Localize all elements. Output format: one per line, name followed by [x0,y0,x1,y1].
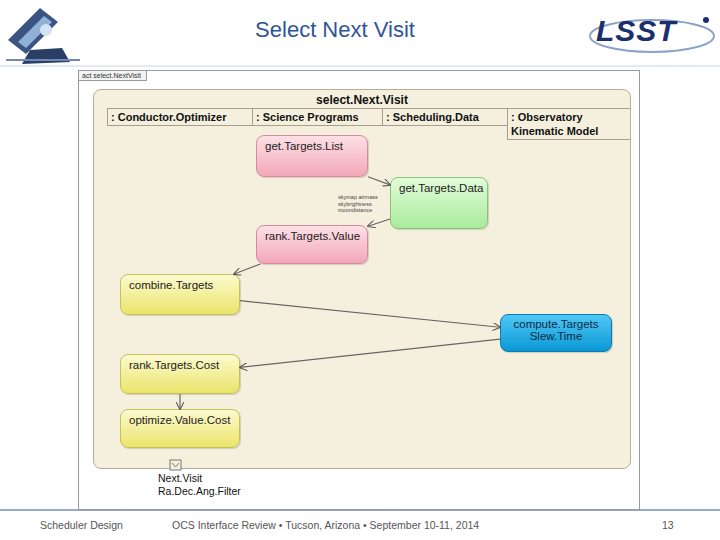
control-flow [240,339,500,367]
control-flow [240,301,500,328]
page-number: 13 [662,519,702,531]
node-text: : Science Programs [252,108,382,126]
node-text: combine.Targets [121,275,239,295]
pin-label: Next.Visit [158,472,298,484]
action-box: rank.Targets.Value [256,225,368,264]
node-text: get.Targets.Data [391,178,487,198]
logo-text: LSST [596,14,716,48]
logo-line [6,59,80,61]
action-box: get.Targets.Data [390,177,488,229]
activity-partition: select.Next.Visit: Conductor.Optimizer co… [93,89,631,469]
header-rule [0,66,720,67]
swimlane: : Scheduling.Data get.Targets.Data [382,108,507,460]
control-flow [234,264,260,274]
swimlane: : Science Programs get.Targets.List rank.T… [252,108,382,460]
slide-title: Select Next Visit [0,17,670,43]
note-text: skymap airmass skybrightness moondistanc… [338,194,384,214]
swimlane: : Observatory Kinematic Modelcompute.Tar… [507,108,630,460]
diagram-frame: act select.NextVisit select.Next.Visit: C… [78,70,640,510]
control-flow [368,177,390,185]
node-text: : Conductor.Optimizer [107,108,252,126]
node-text: rank.Targets.Cost [121,355,239,375]
telescope-logo [6,8,80,64]
node-text: select.Next.Visit [94,93,630,107]
screenshot-backdrop [78,70,640,510]
control-flow [179,394,180,409]
footer-text: OCS Interface Review • Tucson, Arizona •… [172,519,592,531]
logo-shape [18,16,52,48]
action-box: combine.Targets [120,274,240,315]
logo-shape [22,48,70,64]
logo-shape [8,8,58,54]
node-text: : Observatory Kinematic Model [507,108,630,140]
node-text: : Scheduling.Data [382,108,507,126]
action-box: rank.Targets.Cost [120,354,240,394]
pin-label: Ra.Dec.Ang.Filter [158,485,298,497]
logo-shape [40,24,52,36]
node-text: compute.Targets Slew.Time [501,315,611,345]
pin-arrow [172,463,179,467]
action-box: get.Targets.List [256,135,368,177]
output-pin [170,460,181,470]
action-box: compute.Targets Slew.Time [500,314,612,352]
footer-text: Scheduler Design [40,519,170,531]
node-text: rank.Targets.Value [257,226,367,246]
node-text: optimize.Value.Cost [121,410,239,430]
action-box: optimize.Value.Cost [120,409,240,448]
node-text: act select.NextVisit [79,71,147,81]
logo-star [703,17,709,23]
control-flow [368,219,390,226]
swimlane: : Conductor.Optimizer combine.Targets rank… [107,108,252,460]
pin-square [170,460,181,470]
node-text: get.Targets.List [257,136,367,156]
